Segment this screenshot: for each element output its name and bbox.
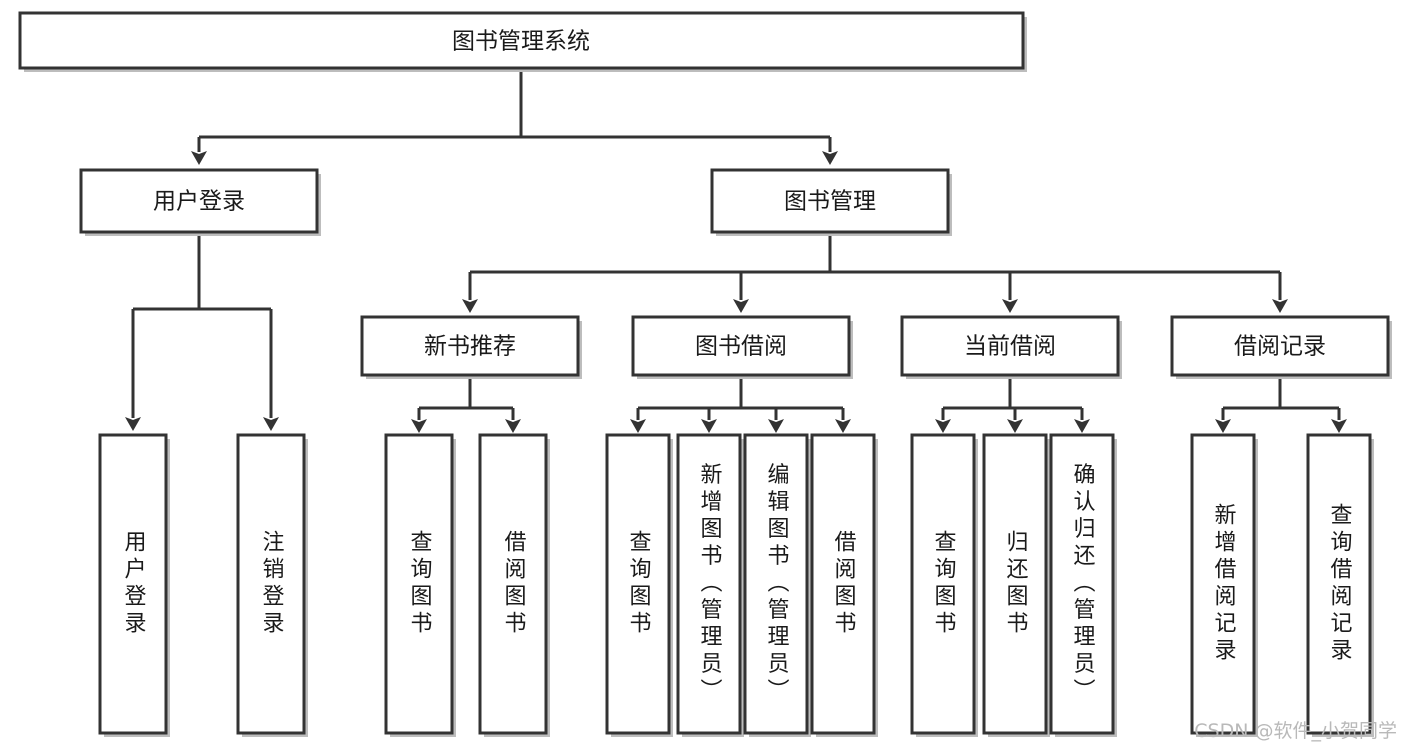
node-current-borrow-label: 当前借阅 [964, 334, 1056, 360]
leaf-edit-book[interactable]: 编辑图书（管理员） [743, 433, 811, 737]
leaf-user-login[interactable]: 用户登录 [98, 433, 170, 737]
leaf-borrow-book-1[interactable]: 借阅图书 [478, 433, 550, 737]
node-book-borrow[interactable]: 图书借阅 [631, 315, 853, 379]
leaf-query-book-2-label: 查询图书 [626, 530, 652, 638]
node-book-manage-label: 图书管理 [784, 189, 876, 215]
leaf-edit-book-label: 编辑图书（管理员） [764, 463, 790, 706]
leaf-query-record[interactable]: 查询借阅记录 [1306, 433, 1374, 737]
connector-bookmanage-to-level3 [462, 232, 1288, 313]
leaf-borrow-book-2-label: 借阅图书 [831, 530, 857, 638]
leaf-add-record-label: 新增借阅记录 [1211, 503, 1237, 665]
node-current-borrow[interactable]: 当前借阅 [900, 315, 1122, 379]
node-user-login-label: 用户登录 [153, 189, 245, 215]
leaf-confirm-return-label: 确认归还（管理员） [1070, 463, 1096, 706]
leaf-user-login-label: 用户登录 [121, 530, 147, 638]
leaf-add-book[interactable]: 新增图书（管理员） [676, 433, 744, 737]
leaf-query-book-3[interactable]: 查询图书 [910, 433, 978, 737]
node-book-manage[interactable]: 图书管理 [710, 168, 952, 236]
leaf-query-book-1-label: 查询图书 [407, 530, 433, 638]
leaf-user-logout-label: 注销登录 [259, 530, 285, 638]
connector-borrowrecord-to-leaves [1215, 375, 1347, 433]
node-user-login[interactable]: 用户登录 [79, 168, 321, 236]
connector-currentborrow-to-leaves [935, 375, 1090, 433]
leaf-query-book-2[interactable]: 查询图书 [605, 433, 673, 737]
leaf-borrow-book-2[interactable]: 借阅图书 [810, 433, 878, 737]
connector-newbook-to-leaves [411, 375, 521, 433]
leaf-return-book-label: 归还图书 [1003, 530, 1029, 638]
connector-bookborrow-to-leaves [630, 375, 851, 433]
leaf-add-record[interactable]: 新增借阅记录 [1190, 433, 1258, 737]
node-root[interactable]: 图书管理系统 [18, 11, 1027, 72]
leaf-borrow-book-1-label: 借阅图书 [501, 530, 527, 638]
leaf-query-record-label: 查询借阅记录 [1327, 503, 1353, 665]
connectors [125, 68, 1347, 433]
connector-userlogin-to-leaves [125, 232, 279, 431]
leaf-user-logout[interactable]: 注销登录 [236, 433, 308, 737]
leaf-query-book-3-label: 查询图书 [931, 530, 957, 638]
leaf-query-book-1[interactable]: 查询图书 [384, 433, 456, 737]
leaf-add-book-label: 新增图书（管理员） [697, 463, 723, 706]
leaf-return-book[interactable]: 归还图书 [982, 433, 1050, 737]
node-root-label: 图书管理系统 [452, 29, 590, 55]
node-new-book-rec-label: 新书推荐 [424, 334, 516, 360]
node-borrow-record[interactable]: 借阅记录 [1170, 315, 1392, 379]
connector-root-to-level2 [191, 68, 838, 165]
node-book-borrow-label: 图书借阅 [695, 334, 787, 360]
leaf-confirm-return[interactable]: 确认归还（管理员） [1049, 433, 1117, 737]
node-new-book-rec[interactable]: 新书推荐 [360, 315, 582, 379]
node-borrow-record-label: 借阅记录 [1234, 334, 1326, 360]
